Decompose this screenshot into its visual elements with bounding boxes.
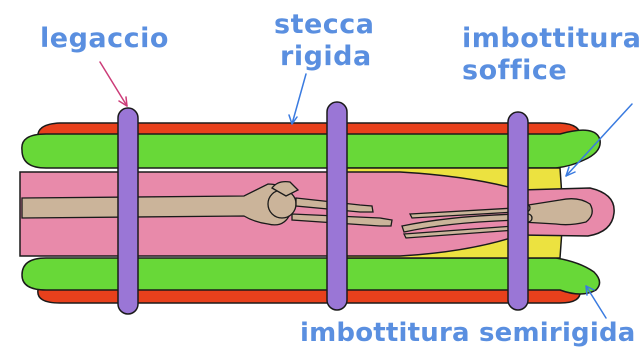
strap-left xyxy=(118,108,138,314)
label-soft-padding-line1: imbottitura xyxy=(462,24,642,54)
label-rigid-splint-line1: stecca xyxy=(274,10,375,40)
arrow-tie xyxy=(100,62,127,106)
strap-middle xyxy=(327,102,347,310)
label-soft-padding-line2: soffice xyxy=(462,56,567,86)
label-tie: legaccio xyxy=(40,24,169,54)
strap-right xyxy=(508,112,528,310)
arrow-splint xyxy=(292,74,306,124)
label-semirigid-padding: imbottitura semirigida xyxy=(300,318,636,348)
label-rigid-splint-line2: rigida xyxy=(280,42,372,72)
